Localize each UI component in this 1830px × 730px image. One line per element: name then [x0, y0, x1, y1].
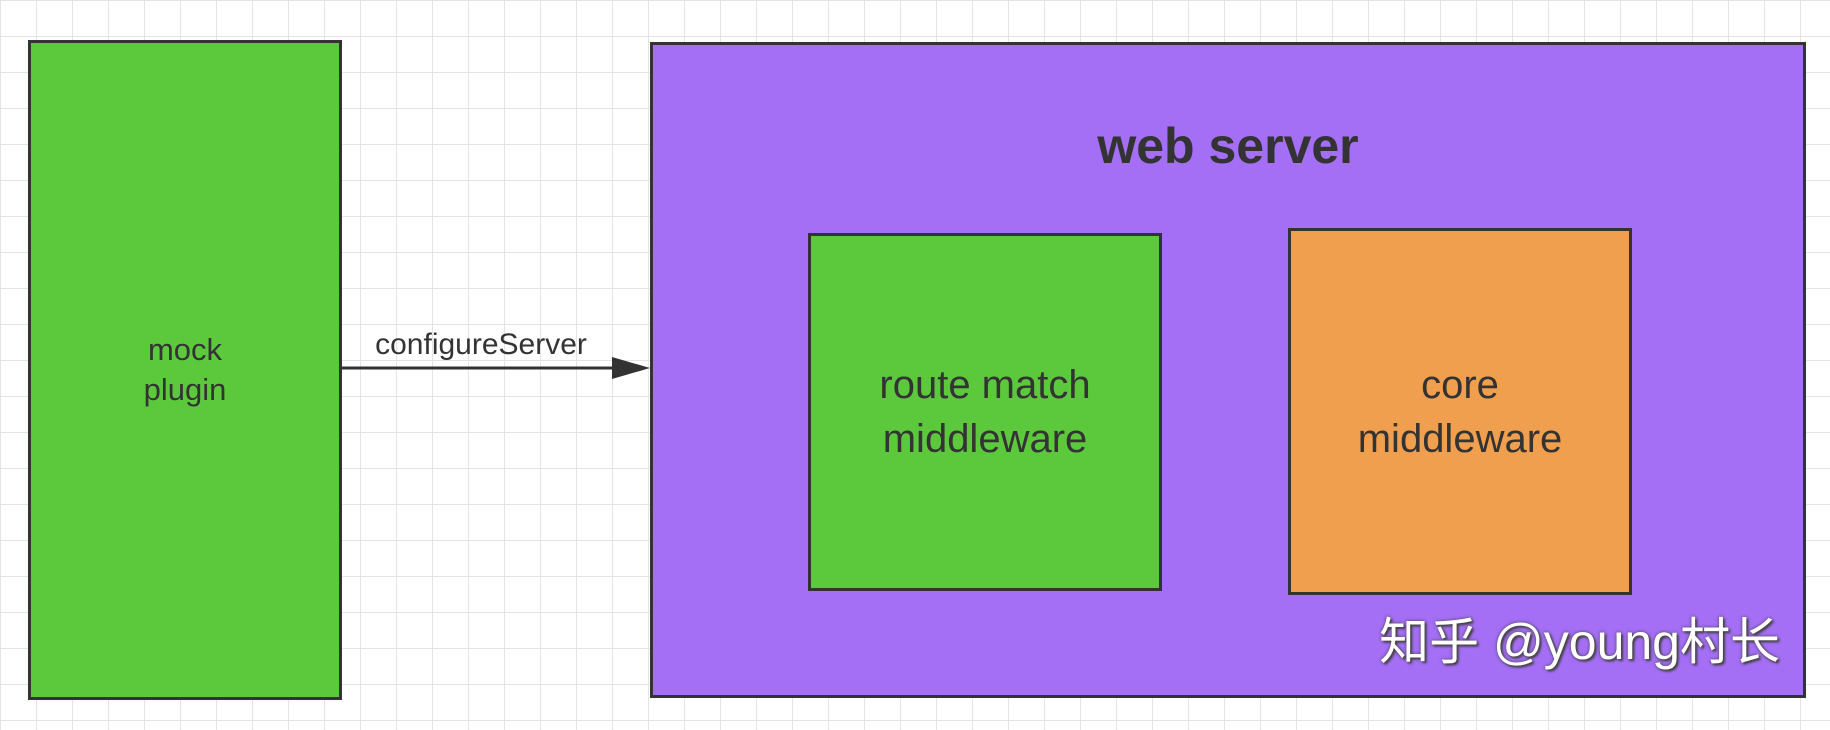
route-match-label-line-1: route match — [879, 363, 1091, 407]
mock-plugin-label-line-2: plugin — [143, 372, 227, 407]
core-middleware-node — [1288, 228, 1632, 595]
edge-label-configure-server: configureServer — [375, 328, 587, 361]
core-middleware-label: core middleware — [1288, 358, 1632, 466]
route-match-label-line-2: middleware — [882, 417, 1088, 461]
web-server-title: web server — [1097, 118, 1359, 174]
arrowhead-icon — [612, 357, 650, 379]
watermark: 知乎 @young村长 — [1379, 614, 1780, 670]
mock-plugin-label-line-1: mock — [147, 332, 223, 367]
core-label-line-1: core — [1421, 363, 1499, 407]
core-label-line-2: middleware — [1357, 417, 1563, 461]
route-match-middleware-node — [808, 233, 1162, 591]
mock-plugin-node — [28, 40, 342, 700]
mock-plugin-label: mock plugin — [28, 330, 342, 410]
route-match-middleware-label: route match middleware — [808, 358, 1162, 466]
